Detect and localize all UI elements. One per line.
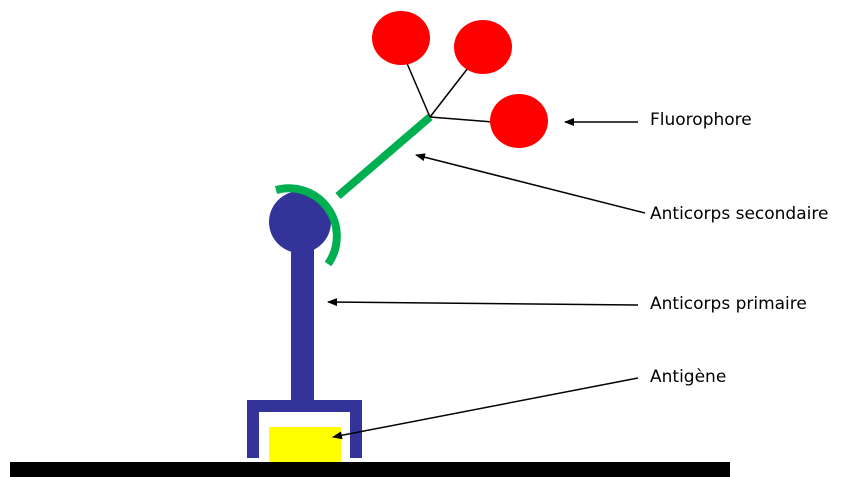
- fluorophore-linker-right: [429, 116, 494, 123]
- antigen-arrow: [332, 377, 639, 440]
- primary-antibody-arrow: [327, 298, 639, 307]
- primary-antibody-cup: [247, 400, 362, 458]
- surface-bar: [10, 462, 730, 477]
- fluorophore-dot: [490, 94, 548, 148]
- secondary-antibody-arrow: [415, 153, 646, 214]
- primary-antibody-head: [269, 191, 331, 253]
- secondary-antibody-label: Anticorps secondaire: [650, 204, 829, 224]
- fluorophore-linker-middle: [429, 67, 469, 118]
- antigen-block: [269, 427, 341, 462]
- secondary-antibody-arc: [274, 184, 341, 267]
- fluorophore-dot: [454, 20, 512, 74]
- fluorophore-label: Fluorophore: [650, 110, 752, 130]
- antigen-label: Antigène: [650, 367, 727, 387]
- fluorophore-dot: [372, 11, 430, 65]
- primary-antibody-label: Anticorps primaire: [650, 294, 807, 314]
- fluorophore-linker-left: [402, 53, 431, 118]
- primary-antibody-stem: [291, 240, 314, 402]
- secondary-antibody-arm: [335, 113, 433, 200]
